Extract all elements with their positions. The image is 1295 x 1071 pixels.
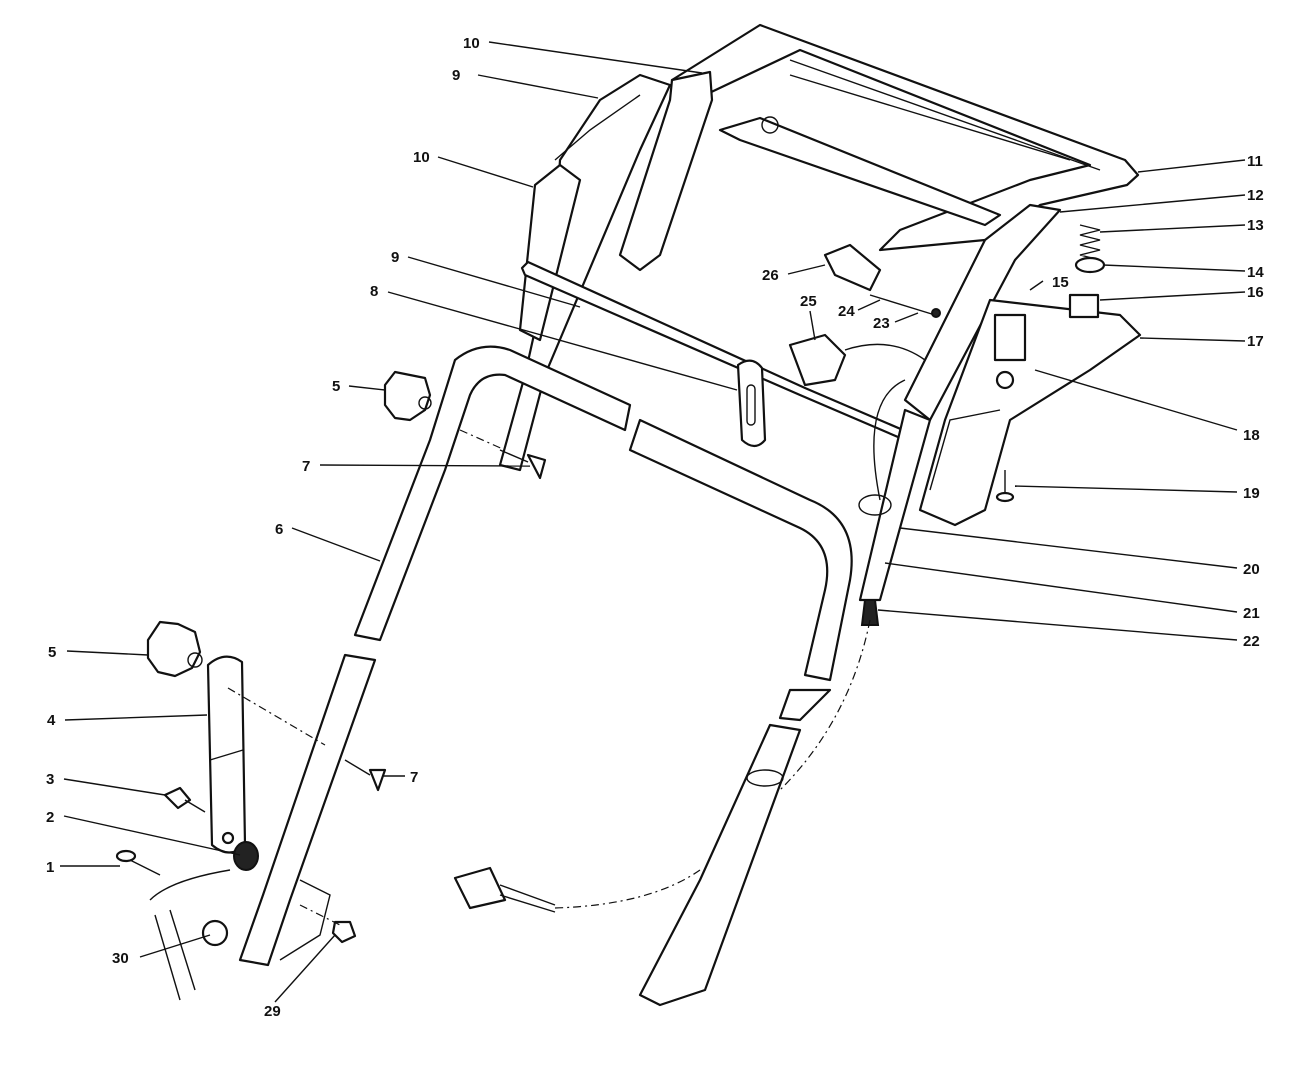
knob-upper <box>383 370 432 422</box>
callout-16: 14 <box>1247 264 1264 281</box>
callout-15: 13 <box>1247 217 1264 234</box>
callout-9: 9 <box>391 249 399 266</box>
callout-labels: 10 9 10 9 8 5 6 5 4 3 2 1 30 29 11 12 13… <box>46 35 1264 1020</box>
cable-clip-assembly <box>823 243 941 318</box>
callout-six: 6 <box>275 521 283 538</box>
callout-21: 19 <box>1243 485 1260 502</box>
fasteners <box>115 786 357 947</box>
upper-handle-frame <box>618 23 1140 422</box>
callout-twenty-nine: 29 <box>264 1003 281 1020</box>
screw-21 <box>995 470 1015 503</box>
crossbar <box>520 260 912 442</box>
right-upper-handle-tube <box>858 379 932 626</box>
callout-23: 21 <box>1243 605 1260 622</box>
callout-one: 1 <box>46 859 54 876</box>
callout-thirty: 30 <box>112 950 129 967</box>
callout-two: 2 <box>46 809 54 826</box>
callout-28: 26 <box>762 267 779 284</box>
leader-lines <box>60 41 1246 1003</box>
mower-body-fragment <box>149 869 331 1001</box>
callout-27: 25 <box>800 293 817 310</box>
callout-7-screw-bottom: 7 <box>410 769 418 786</box>
callout-five-lower: 5 <box>48 644 56 661</box>
lower-handle-u-bar <box>238 345 853 1007</box>
screw-lower <box>344 759 387 792</box>
slotted-bracket <box>736 359 767 448</box>
bracket-plate <box>206 655 247 854</box>
callout-14: 12 <box>1247 187 1264 204</box>
callout-5-upper: 5 <box>332 378 340 395</box>
callout-25: 23 <box>873 315 890 332</box>
callout-26: 24 <box>838 303 855 320</box>
spring <box>1074 224 1106 274</box>
callout-7-screw-top: 7 <box>302 458 310 475</box>
callout-three: 3 <box>46 771 54 788</box>
callout-19: 17 <box>1247 333 1264 350</box>
screw-upper <box>499 449 547 480</box>
callout-24: 22 <box>1243 633 1260 650</box>
callout-four: 4 <box>47 712 56 729</box>
callout-12: 10 <box>463 35 480 52</box>
callout-11: 9 <box>452 67 460 84</box>
connector-plug <box>453 619 871 913</box>
callout-20: 18 <box>1243 427 1260 444</box>
cable-ties <box>746 494 892 787</box>
switch-box <box>918 293 1142 527</box>
callout-17: 15 <box>1052 274 1069 291</box>
callout-8: 8 <box>370 283 378 300</box>
callout-18: 16 <box>1247 284 1264 301</box>
callout-22: 20 <box>1243 561 1260 578</box>
callout-10: 10 <box>413 149 430 166</box>
alignment-lines <box>227 429 506 926</box>
cable-plug <box>788 333 926 387</box>
callout-13: 11 <box>1247 153 1263 170</box>
knob-lower <box>146 620 203 678</box>
